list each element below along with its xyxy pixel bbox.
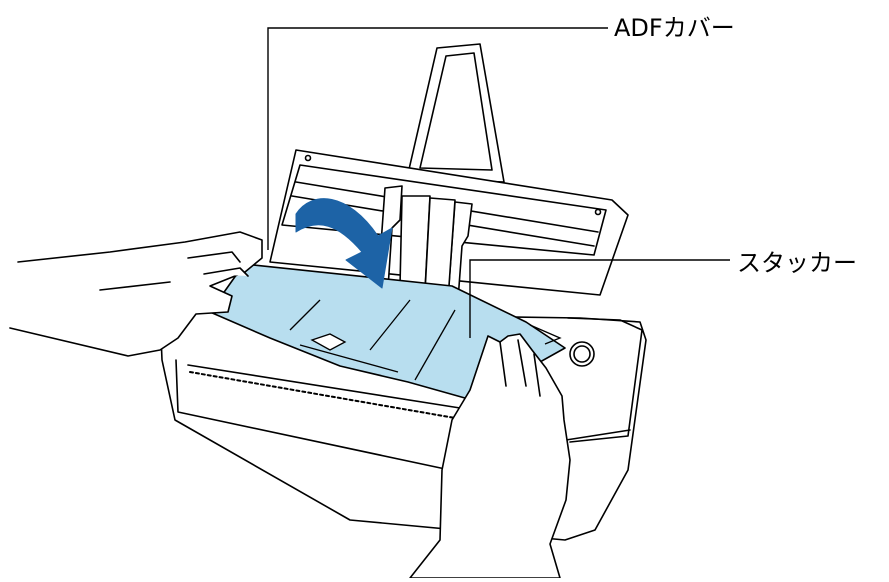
paper-chute-extension [407,44,504,182]
stacker-label: スタッカー [737,243,857,278]
power-button [570,342,594,366]
adf-cover-label: ADFカバー [614,8,735,43]
